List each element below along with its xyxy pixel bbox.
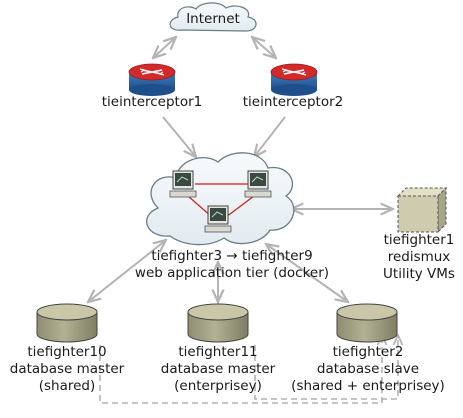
utility-service: redismux <box>387 249 451 265</box>
link-router1-apptier <box>162 116 196 157</box>
link-router2-apptier <box>254 116 286 157</box>
link-apptier-db3 <box>266 244 348 302</box>
server-icon <box>396 186 448 234</box>
db-scope: (shared + enterprisey) <box>291 378 445 394</box>
app-tier-label: tiefighter3 → tiefighter9 web applicatio… <box>122 248 342 282</box>
router-label-1: tieinterceptor1 <box>101 94 203 110</box>
router-icon <box>128 63 176 96</box>
cloud-icon <box>169 2 257 32</box>
app-tier-hosts: tiefighter3 → tiefighter9 <box>151 248 313 264</box>
link-apptier-db1 <box>88 240 166 302</box>
workstation-icon <box>169 170 197 198</box>
db-role: database slave <box>316 361 420 377</box>
replication-links <box>99 335 398 404</box>
db-host: tiefighter10 <box>27 344 107 360</box>
db-role: database master <box>160 361 276 377</box>
replication-path-shared <box>99 335 382 404</box>
workstation-icon <box>244 170 272 198</box>
database-icon <box>187 303 249 343</box>
router-icon <box>270 63 318 96</box>
link-internet-router1 <box>153 37 176 58</box>
utility-label: tiefighter1 redismux Utility VMs <box>376 232 462 283</box>
db-host: tiefighter11 <box>178 344 258 360</box>
workstation-icon <box>204 205 232 233</box>
db-label-1: tiefighter10 database master (shared) <box>7 344 127 395</box>
db-scope: (shared) <box>38 378 96 394</box>
connectors <box>88 37 393 302</box>
db-host: tiefighter2 <box>332 344 404 360</box>
app-tier-role: web application tier (docker) <box>134 265 330 281</box>
link-internet-router2 <box>252 37 276 58</box>
internet-label: Internet <box>186 11 240 27</box>
database-icon <box>36 303 98 343</box>
db-label-3: tiefighter2 database slave (shared + ent… <box>278 344 458 395</box>
utility-role: Utility VMs <box>383 266 455 282</box>
db-scope: (enterprisey) <box>174 378 262 394</box>
database-icon <box>336 303 398 343</box>
replication-path-enterprisey <box>254 335 398 400</box>
db-role: database master <box>9 361 125 377</box>
router-label-2: tieinterceptor2 <box>242 94 344 110</box>
utility-host: tiefighter1 <box>383 232 455 248</box>
db-label-2: tiefighter11 database master (enterprise… <box>156 344 280 395</box>
